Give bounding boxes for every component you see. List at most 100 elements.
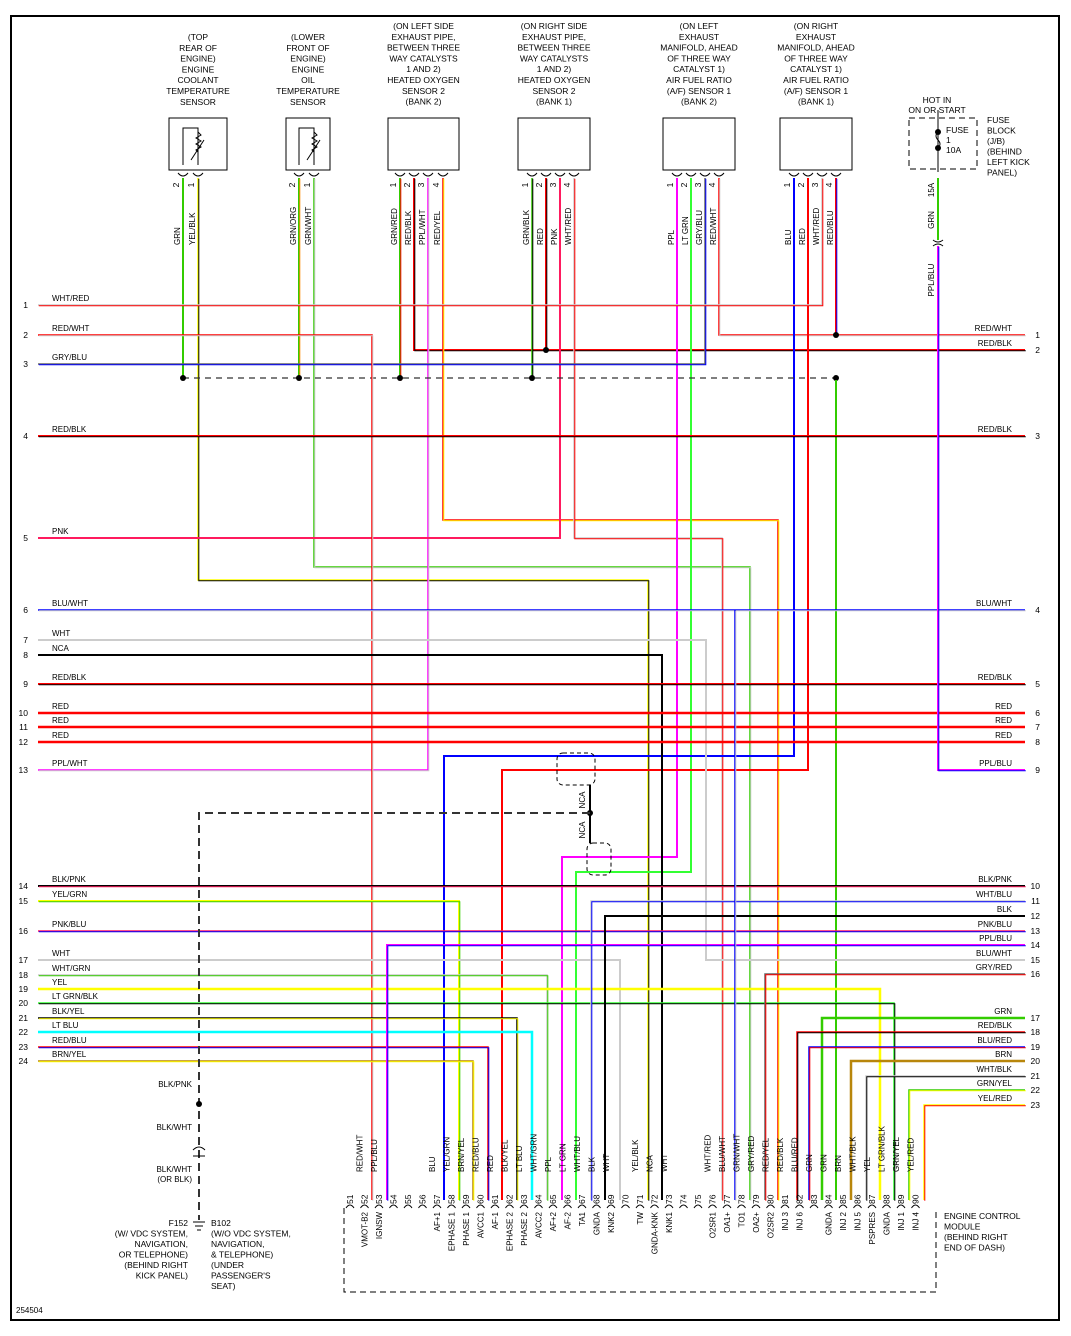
wire-whtgrn-ecm64 (38, 974, 548, 1200)
sensor-title: (ON LEFT SIDE (393, 21, 454, 31)
wire-redwht-row1-stripe (719, 178, 1026, 337)
ecm-pin-icon (911, 1204, 920, 1209)
wire-blkyel-ecm62 (38, 1017, 518, 1200)
left-wire-number: 9 (23, 679, 28, 689)
ecm-pin-number: 60 (476, 1194, 486, 1204)
connector-pin-icon (394, 172, 406, 177)
sensor-pin-number: 4 (431, 182, 441, 187)
splice-dot (296, 375, 302, 381)
sensor-pin-number: 4 (824, 182, 834, 187)
left-wire-label: RED (52, 731, 69, 740)
ecm-pin-number: 65 (548, 1194, 558, 1204)
wire-ho2s2b2-3 (38, 178, 429, 771)
ecm-wire-label: BLU/RED (791, 1137, 800, 1172)
ecm-pin-icon (345, 1204, 355, 1209)
connector-pin-icon (540, 172, 552, 177)
wire-ho2s2b1-4-stripe (574, 178, 724, 1201)
ecm-pin-number: 89 (896, 1194, 906, 1204)
fuse-terminal-dot (935, 145, 941, 151)
ecm-pin-function: EPHASE 2 (506, 1211, 515, 1251)
ecm-pin-number: 80 (766, 1194, 776, 1204)
wire-brnyel-ecm59-stripe (38, 1061, 475, 1201)
wire-yelred-ecm90 (923, 1104, 1025, 1200)
ecm-pin-function: AF-1 (491, 1211, 500, 1229)
ecm-pin-number: 72 (650, 1194, 660, 1204)
ecm-pin-number: 69 (606, 1194, 616, 1204)
ecm-pin-icon (896, 1204, 906, 1209)
sensor-title: SENSOR (290, 97, 326, 107)
ecm-pin-icon (490, 1204, 500, 1209)
ecm-wire-label: GRN (820, 1154, 829, 1172)
thermistor-circuit (182, 127, 199, 165)
ecm-wire-label: PPL/BLU (370, 1139, 379, 1172)
ecm-title: ENGINE CONTROL (944, 1211, 1021, 1221)
sensor-title: BETWEEN THREE (517, 43, 590, 53)
wire-yelred-ecm90-stripe (924, 1105, 1026, 1201)
left-wire-number: 19 (19, 984, 29, 994)
ecm-wire-label: BRN/YEL (457, 1137, 466, 1172)
fuse-block-label: (BEHIND (987, 147, 1022, 157)
sensor-wire-label: GRN/ORG (289, 207, 298, 245)
ecm-pin-icon (374, 1204, 384, 1209)
right-wire-number: 18 (1031, 1027, 1041, 1037)
wire-ho2s2b2-3-stripe (38, 178, 430, 772)
ecm-pin-function: PHASE 2 (520, 1211, 529, 1245)
left-wire-label: RED (52, 702, 69, 711)
ecm-pin-number: 61 (490, 1194, 500, 1204)
connector-pin-icon (177, 172, 189, 177)
wire-wht-row7 (38, 639, 1025, 961)
ecm-pin-number: 57 (432, 1194, 442, 1204)
left-wire-label: RED/BLU (52, 1036, 87, 1045)
right-wire-label: WHT/BLU (976, 890, 1012, 899)
ecm-pin-function: KNK2 (607, 1211, 616, 1232)
left-wire-number: 21 (19, 1013, 29, 1023)
ground-splice-dot (196, 1101, 202, 1107)
ecm-pin-number: 54 (389, 1194, 399, 1204)
left-wire-number: 11 (19, 722, 28, 732)
sensor-title: SENSOR 2 (402, 86, 445, 96)
shield-label: NCA (578, 821, 587, 839)
sensor-title: TEMPERATURE (166, 86, 230, 96)
thermistor-icon (195, 131, 202, 153)
sensor-title: ENGINE (292, 64, 325, 74)
right-wire-number: 19 (1031, 1042, 1041, 1052)
ecm-pin-number: 59 (461, 1194, 471, 1204)
ecm-pin-function: OA2+ (752, 1212, 761, 1233)
ecm-pin-function: PHASE 1 (462, 1211, 471, 1245)
connector-pin-icon (685, 172, 697, 177)
ecm-pin-icon (780, 1204, 790, 1209)
wire-yelgrn-ecm58-stripe (38, 901, 461, 1201)
ecm-pin-number: 81 (780, 1194, 790, 1204)
ecm-pin-icon (693, 1204, 703, 1209)
sensor-title: (TOP (188, 32, 208, 42)
connector-pin-icon (526, 172, 538, 177)
ecm-pin-icon (751, 1204, 761, 1209)
wire-brnyel-ecm59 (38, 1060, 474, 1200)
wire-ho2s2b2-4-stripe (443, 178, 780, 1201)
sensor-wire-label: BLU (784, 229, 793, 245)
sensor-pin-number: 4 (562, 182, 572, 187)
wire-blured-ecm82 (808, 1046, 1025, 1200)
sensor-title: AIR FUEL RATIO (783, 75, 849, 85)
ecm-pin-icon (476, 1204, 485, 1209)
right-wire-label: PPL/BLU (979, 759, 1012, 768)
wire-ltblu-ecm63 (38, 1030, 534, 1200)
left-wire-number: 10 (19, 708, 29, 718)
wire-red-blk-row2-stripe (546, 178, 1026, 352)
ecm-wire-label: RED/YEL (762, 1137, 771, 1172)
ecm-wire-label: GRY/RED (747, 1135, 756, 1172)
ecm-pin-function: AVCC2 (535, 1211, 544, 1238)
ecm-pin-number: 56 (418, 1194, 428, 1204)
ground-dashed-wire (198, 812, 590, 1220)
connector-pin-icon (816, 172, 828, 177)
right-wire-label: BRN (995, 1050, 1012, 1059)
sensor-wire-label: WHT/RED (564, 207, 573, 245)
ecm-pin-icon (389, 1204, 398, 1209)
wire-wht-ecm69 (38, 959, 621, 1200)
ecm-wire-label: PPL (544, 1156, 553, 1172)
ecm-pin-number: 62 (505, 1194, 515, 1204)
ground-location-label: (W/ VDC SYSTEM, (115, 1229, 188, 1239)
left-wire-label: GRY/BLU (52, 353, 87, 362)
ecm-wire-label: WHT (660, 1154, 669, 1172)
sensor-body (285, 117, 331, 171)
